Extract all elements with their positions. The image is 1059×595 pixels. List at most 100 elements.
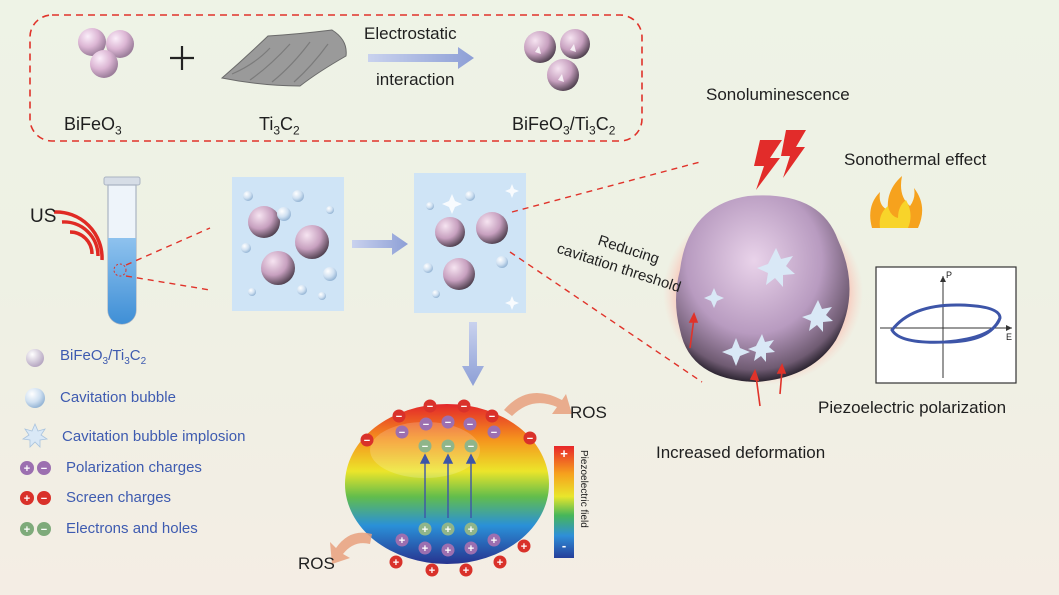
svg-text:+: + <box>24 524 30 536</box>
panel-1-particles <box>241 190 337 300</box>
legend-item-carriers: Electrons and holes <box>66 520 198 537</box>
svg-text:+: + <box>445 545 451 557</box>
legend-carrier-plus-icon: + <box>20 522 34 536</box>
label-hysteresis-e: E <box>1006 332 1013 342</box>
screen-charge-plus: + <box>493 555 507 569</box>
electron: − <box>441 439 455 453</box>
field-arrows <box>419 453 477 518</box>
lightning-icon <box>754 130 806 190</box>
zoom-line-big-lower <box>509 251 703 383</box>
svg-text:+: + <box>393 557 399 569</box>
screen-charge-minus: − <box>360 433 374 447</box>
hole: + <box>418 522 432 536</box>
label-bifeo3-ti3c2: BiFeO3/Ti3C2 <box>512 114 616 138</box>
bifeo3-particles-icon <box>78 28 134 78</box>
polarization-charge-minus: − <box>419 417 433 431</box>
svg-text:+: + <box>491 535 497 547</box>
label-interaction: interaction <box>376 70 455 89</box>
svg-text:−: − <box>423 419 429 431</box>
flame-icon <box>870 176 923 228</box>
label-us: US <box>30 206 57 227</box>
zoom-line-upper <box>125 227 211 266</box>
screen-charge-minus: − <box>392 409 406 423</box>
legend-carrier-minus-icon: − <box>37 522 51 536</box>
polarization-charge-plus: + <box>395 533 409 547</box>
polarization-charge-minus: − <box>441 415 455 429</box>
legend-screen-plus-icon: + <box>20 491 34 505</box>
svg-text:−: − <box>41 493 47 505</box>
plus-icon <box>170 46 194 70</box>
svg-text:+: + <box>429 565 435 577</box>
hole: + <box>441 522 455 536</box>
down-arrow-icon <box>462 322 484 386</box>
piezo-field-scale <box>554 446 574 558</box>
svg-text:+: + <box>445 524 451 536</box>
screen-charge-minus: − <box>485 409 499 423</box>
deformed-particle <box>663 195 863 385</box>
svg-text:−: − <box>491 427 497 439</box>
svg-text:−: − <box>396 411 402 423</box>
svg-text:−: − <box>461 401 467 413</box>
ultrasound-waves-icon <box>53 210 104 261</box>
ti3c2-sheet-icon <box>220 29 347 87</box>
svg-text:−: − <box>422 441 428 453</box>
svg-text:+: + <box>463 565 469 577</box>
legend-item-bubble: Cavitation bubble <box>60 389 176 406</box>
polarization-charge-plus: + <box>441 543 455 557</box>
legend-item-screen: Screen charges <box>66 489 172 506</box>
svg-text:−: − <box>468 441 474 453</box>
test-tube-icon <box>103 176 141 325</box>
svg-text:+: + <box>399 535 405 547</box>
polarization-charge-plus: + <box>418 541 432 555</box>
polarization-charge-plus: + <box>464 541 478 555</box>
svg-text:+: + <box>521 541 527 553</box>
polarization-charge-minus: − <box>487 425 501 439</box>
label-sonothermal: Sonothermal effect <box>844 150 987 169</box>
polarization-charge-minus: − <box>463 417 477 431</box>
label-piezo-polarization: Piezoelectric polarization <box>818 398 1007 417</box>
svg-text:−: − <box>467 419 473 431</box>
label-piezo-field: Piezoelectric field <box>578 450 589 528</box>
svg-text:−: − <box>427 401 433 413</box>
svg-text:−: − <box>41 463 47 475</box>
synthesis-box <box>29 14 643 142</box>
panel-2-particles <box>423 184 519 310</box>
svg-text:+: + <box>24 463 30 475</box>
field-minus-sign: - <box>561 538 567 553</box>
screen-charge-minus: − <box>457 399 471 413</box>
legend-implosion-icon <box>21 422 49 448</box>
svg-text:−: − <box>41 524 47 536</box>
deformation-arrows <box>688 312 787 407</box>
legend-item-implosion: Cavitation bubble implosion <box>62 428 246 445</box>
ros-arrow-top-icon <box>504 392 572 416</box>
svg-text:+: + <box>497 557 503 569</box>
svg-text:−: − <box>364 435 370 447</box>
field-plus-sign: + <box>560 446 568 461</box>
screen-charge-minus: − <box>423 399 437 413</box>
svg-text:−: − <box>445 417 451 429</box>
polarization-charge-plus: + <box>487 533 501 547</box>
svg-text:+: + <box>422 524 428 536</box>
label-sonoluminescence: Sonoluminescence <box>706 85 850 104</box>
svg-text:+: + <box>468 524 474 536</box>
legend-particle-icon <box>26 349 44 367</box>
label-hysteresis-p: P <box>946 270 953 280</box>
screen-charge-plus: + <box>425 563 439 577</box>
legend-item-polarization: Polarization charges <box>66 459 202 476</box>
screen-charge-plus: + <box>389 555 403 569</box>
hysteresis-box <box>875 266 1017 384</box>
svg-text:−: − <box>527 433 533 445</box>
screen-charge-minus: − <box>523 431 537 445</box>
label-electrostatic: Electrostatic <box>364 24 457 43</box>
ros-arrow-bottom-icon <box>330 532 372 564</box>
polarization-charge-minus: − <box>395 425 409 439</box>
legend-bubble-icon <box>25 388 45 408</box>
label-ros-bottom: ROS <box>298 554 335 573</box>
svg-text:−: − <box>489 411 495 423</box>
screen-charge-plus: + <box>517 539 531 553</box>
label-ti3c2: Ti3C2 <box>259 114 300 138</box>
svg-text:+: + <box>422 543 428 555</box>
legend-screen-minus-icon: − <box>37 491 51 505</box>
electron: − <box>418 439 432 453</box>
